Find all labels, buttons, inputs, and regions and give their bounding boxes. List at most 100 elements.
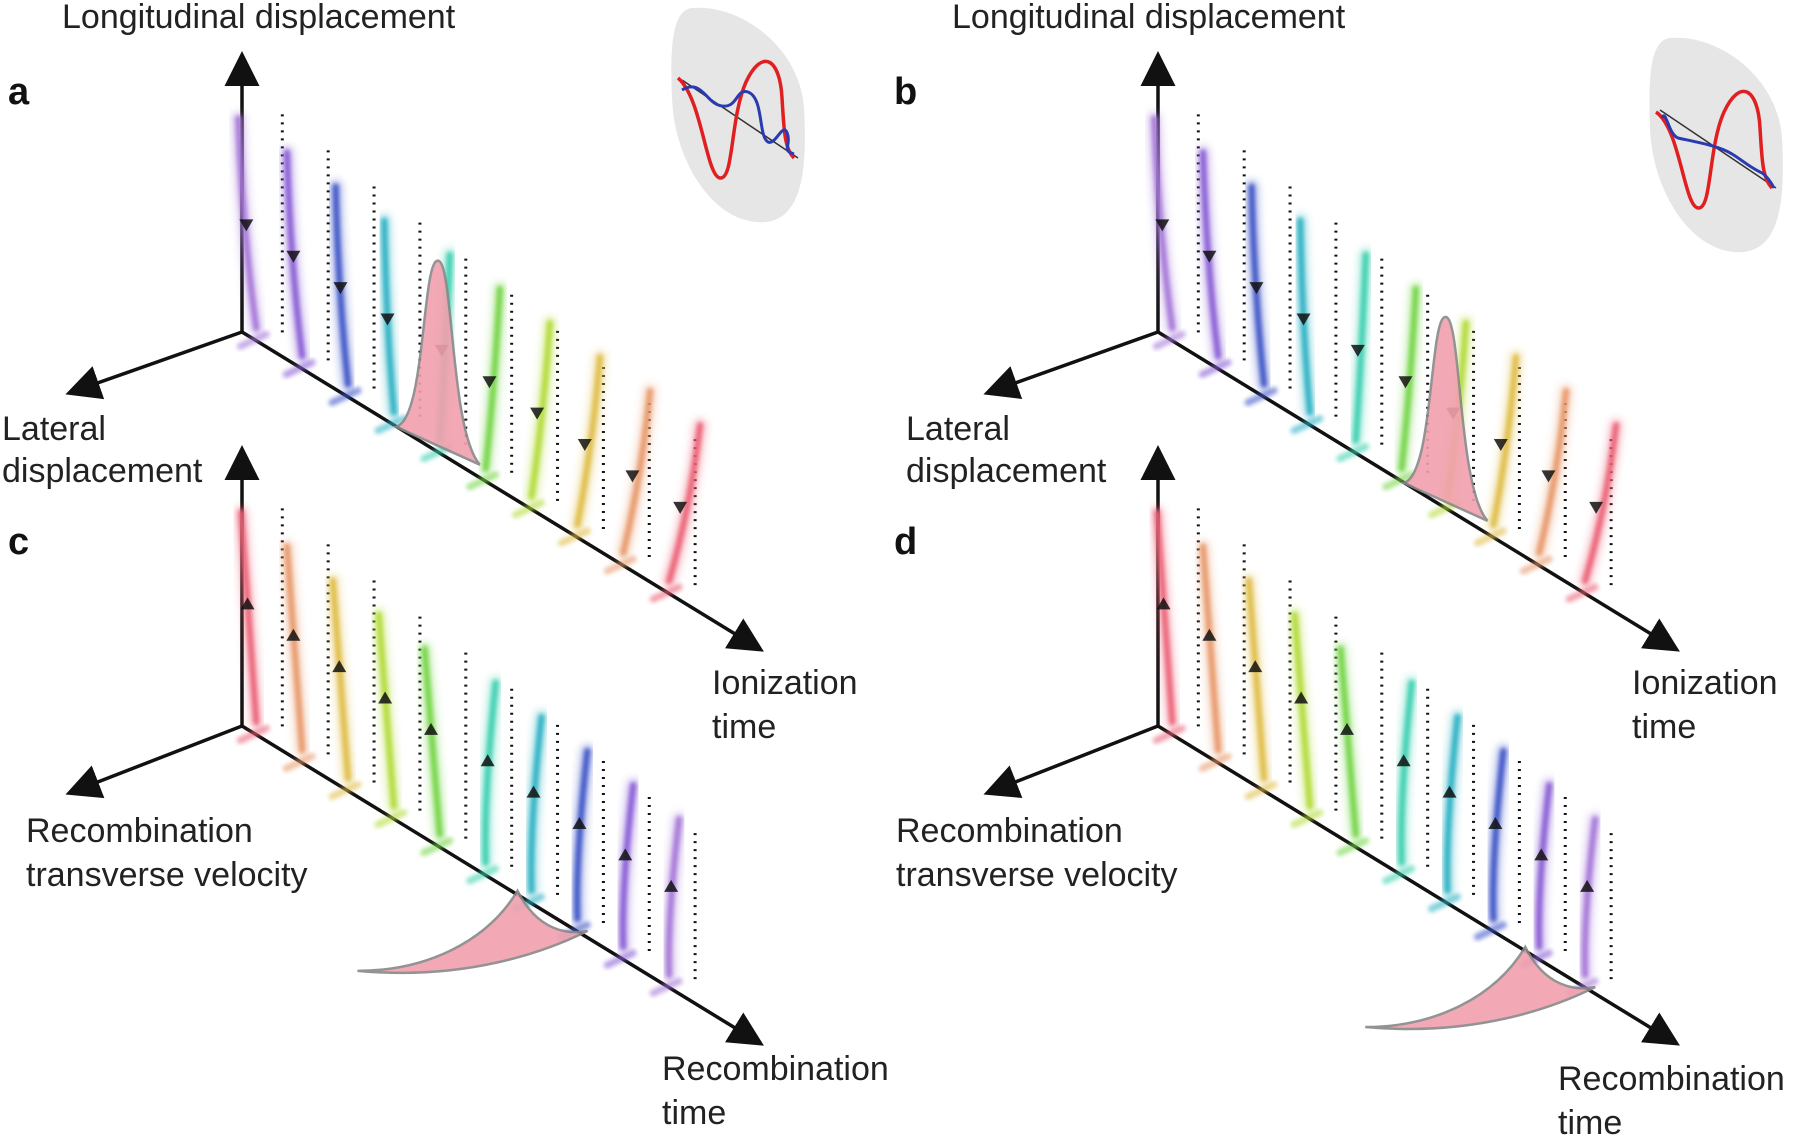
trajectory-foot: [1198, 358, 1232, 378]
time-axis: [241, 330, 764, 652]
trajectory-foot: [1152, 724, 1186, 744]
axes: [983, 445, 1680, 1046]
right-axis-label-line1: Recombination: [1558, 1060, 1785, 1098]
right-axis-label-line2: time: [662, 1094, 726, 1132]
electron-trajectory: [1490, 353, 1519, 528]
electron-trajectory: [421, 645, 443, 838]
trajectory-arrow-icon: [530, 407, 545, 420]
trajectory-foot: [1244, 780, 1278, 800]
trajectories: [231, 108, 708, 603]
electron-trajectory: [482, 679, 499, 866]
trajectory-arrow-icon: [240, 597, 255, 610]
trajectory-arrow-icon: [423, 722, 438, 735]
left-axis: [983, 724, 1159, 799]
electron-trajectory: [528, 319, 553, 500]
trajectory-foot: [1244, 386, 1278, 406]
field-waveform-inset: [1649, 37, 1783, 253]
trajectory-arrow-icon: [482, 376, 497, 389]
right-axis-label-line1: Ionization: [1632, 664, 1778, 702]
electron-trajectory: [1291, 611, 1313, 810]
electron-trajectory: [1535, 782, 1553, 951]
electron-trajectory: [1536, 388, 1570, 557]
time-axis: [1157, 330, 1680, 652]
electron-trajectory: [1398, 285, 1419, 472]
blue-field-curve: [1660, 114, 1776, 189]
trajectory-foot: [557, 527, 591, 547]
right-axis-label-line2: time: [712, 708, 776, 746]
left-axis: [983, 330, 1159, 400]
panel-d: d Recombination transverse velocity Reco…: [894, 445, 1785, 1140]
electron-trajectory: [528, 713, 545, 894]
electron-trajectory: [283, 543, 306, 754]
panel-letter: d: [894, 521, 917, 563]
vertical-axis-label: Longitudinal displacement: [62, 0, 456, 36]
left-axis-label-line1: Recombination: [26, 812, 253, 850]
trajectory-arrow-icon: [332, 660, 347, 673]
recombination-burst-shape: [357, 888, 589, 975]
trajectory-arrow-icon: [1534, 848, 1549, 861]
trajectory-arrow-icon: [239, 219, 254, 232]
electron-trajectory: [620, 388, 654, 557]
trajectory-arrow-icon: [286, 628, 301, 641]
trajectory-foot: [328, 386, 362, 406]
panel-letter: b: [894, 71, 917, 113]
trajectory-arrow-icon: [1155, 219, 1170, 232]
trajectory-foot: [282, 358, 316, 378]
trajectory-arrow-icon: [1493, 439, 1508, 452]
right-axis-label-line2: time: [1558, 1104, 1622, 1140]
left-axis-label-line2: transverse velocity: [896, 856, 1178, 894]
trajectory-foot: [236, 724, 270, 744]
trajectory-arrow-icon: [1202, 250, 1217, 263]
electron-trajectory: [1154, 509, 1176, 726]
axes: [983, 51, 1680, 652]
field-waveform-inset: [671, 7, 805, 223]
trajectory-foot: [649, 977, 683, 997]
trajectory-foot: [1290, 415, 1324, 435]
electron-trajectory: [1581, 816, 1599, 979]
electron-trajectory: [1490, 747, 1507, 922]
electron-trajectory: [619, 782, 637, 951]
electron-trajectory: [238, 509, 260, 726]
trajectory-arrow-icon: [1202, 628, 1217, 641]
electron-trajectory: [1582, 422, 1620, 585]
left-axis-label-line1: Recombination: [896, 812, 1123, 850]
blue-field-curve: [681, 85, 795, 156]
left-axis: [65, 330, 243, 400]
left-axis-label-line1: Lateral: [2, 410, 106, 448]
electron-trajectory: [482, 285, 503, 472]
electron-trajectory: [666, 422, 704, 585]
trajectory-foot: [1290, 809, 1324, 829]
trajectory-arrow-icon: [1296, 313, 1311, 326]
electron-trajectory: [329, 577, 352, 782]
trajectory-arrow-icon: [1249, 282, 1264, 295]
right-axis-label-line1: Ionization: [712, 664, 858, 702]
left-axis-label-line2: displacement: [906, 452, 1107, 490]
recombination-burst-shape: [1365, 944, 1596, 1031]
trajectory-arrow-icon: [1350, 344, 1365, 357]
inset-axis: [681, 79, 799, 159]
panel-letter: c: [8, 521, 29, 563]
electron-trajectory: [574, 747, 591, 922]
trajectory-arrow-icon: [286, 250, 301, 263]
electron-trajectory: [1337, 645, 1359, 838]
electron-trajectory: [1199, 543, 1222, 754]
trajectory-arrow-icon: [1541, 470, 1556, 483]
trajectory-foot: [466, 865, 500, 885]
trajectory-foot: [282, 752, 316, 772]
time-axis: [1157, 724, 1680, 1046]
trajectory-foot: [1336, 443, 1370, 463]
red-field-curve: [1654, 89, 1774, 210]
trajectory-foot: [512, 499, 546, 519]
trajectory-arrow-icon: [673, 501, 688, 514]
vertical-axis-label: Longitudinal displacement: [952, 0, 1346, 36]
axes: [65, 51, 764, 652]
trajectory-arrow-icon: [378, 691, 393, 704]
left-axis-label-line2: displacement: [2, 452, 203, 490]
trajectory-foot: [374, 809, 408, 829]
electron-trajectory: [1245, 577, 1268, 782]
trajectory-arrow-icon: [572, 817, 587, 830]
right-axis-label-line1: Recombination: [662, 1050, 889, 1088]
trajectory-arrow-icon: [1156, 597, 1171, 610]
trajectory-foot: [649, 583, 683, 603]
trajectory-arrow-icon: [1339, 722, 1354, 735]
